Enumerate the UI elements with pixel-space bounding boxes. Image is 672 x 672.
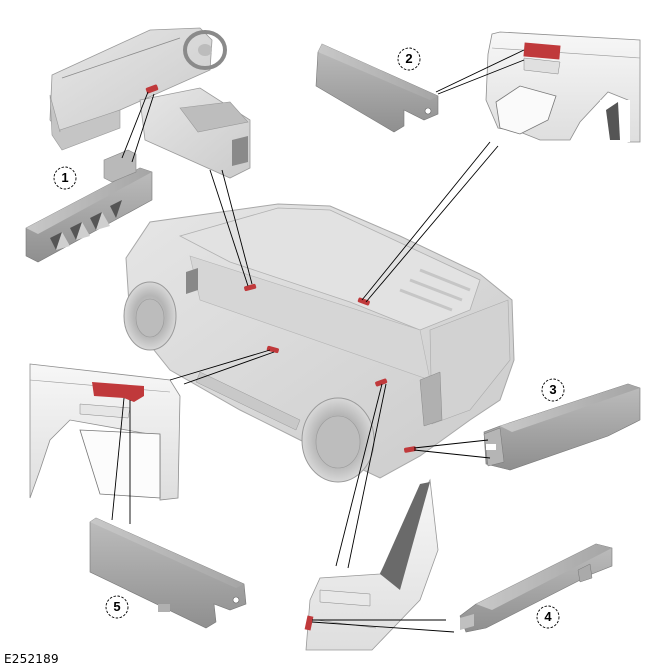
figure-reference-id: E252189: [4, 652, 59, 666]
callout-circles: [53, 47, 565, 629]
module-5-vehicle-marker: [266, 345, 279, 354]
module-2-vehicle-marker: [357, 297, 370, 306]
callout-number-5: 5: [113, 599, 121, 614]
module-3-vehicle-marker: [403, 446, 417, 453]
b-pillar-trim-detail-illustration: [29, 363, 181, 501]
module-2-detail-marker: [523, 42, 561, 60]
module-4-detail-marker: [304, 615, 314, 631]
module-1-vehicle-marker: [244, 283, 257, 292]
callout-circle-3: [541, 378, 565, 402]
vehicle-illustration: [123, 203, 515, 483]
part-1-module: [25, 149, 153, 263]
callout-circle-5: [105, 595, 129, 619]
callout-number-3: 3: [549, 382, 557, 397]
part-3-module: [483, 383, 641, 471]
leader-lines: [111, 49, 525, 633]
callout-circle-4: [536, 605, 560, 629]
rear-seat-detail-illustration: [304, 478, 439, 651]
module-5-detail-marker: [92, 382, 144, 402]
roof-trim-detail-illustration: [485, 31, 641, 143]
part-4-module: [459, 543, 613, 633]
callout-number-2: 2: [405, 51, 413, 66]
callout-circle-2: [397, 47, 421, 71]
dashboard-illustration: [49, 27, 251, 179]
part-5-module: [89, 517, 247, 629]
callout-number-1: 1: [61, 170, 69, 185]
part-2-module: [315, 43, 439, 133]
callout-circle-1: [53, 166, 77, 190]
module-1-location-marker: [145, 84, 159, 94]
callout-number-4: 4: [544, 609, 552, 624]
module-4-vehicle-marker: [375, 378, 388, 387]
